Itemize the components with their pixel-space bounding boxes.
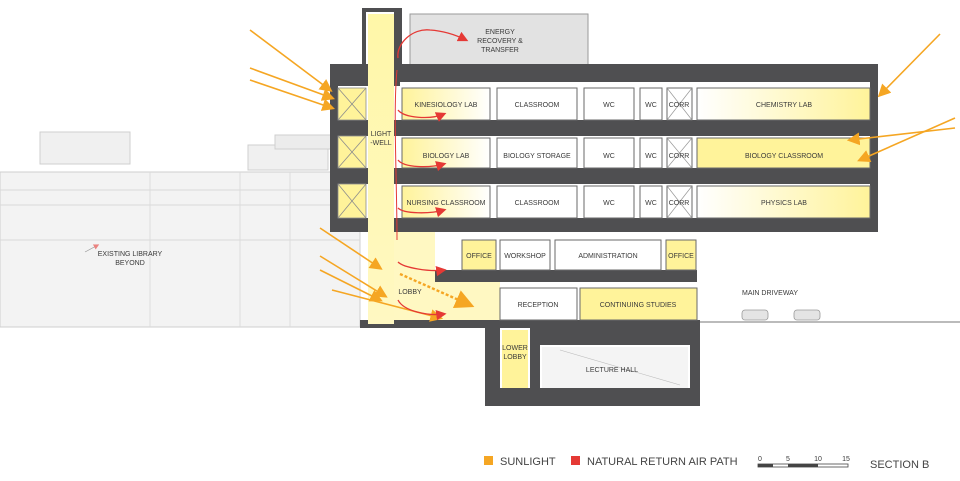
room-biology-lab: BIOLOGY LAB [423, 153, 470, 160]
room-office-right: OFFICE [668, 253, 694, 260]
scale-tick-10: 10 [814, 456, 822, 463]
room-biology-storage: BIOLOGY STORAGE [503, 153, 571, 160]
room-continuing-studies: CONTINUING STUDIES [600, 302, 677, 309]
energy-label-1: ENERGY [485, 29, 515, 36]
energy-label-2: RECOVERY & [477, 38, 523, 45]
room-corr-2: CORR [669, 153, 690, 160]
lightwell-glow [368, 14, 394, 324]
room-kinesiology-lab: KINESIOLOGY LAB [415, 102, 478, 109]
room-corr-1: CORR [669, 200, 690, 207]
lightwell-label-1: LIGHT [371, 131, 392, 138]
left-glazing [337, 87, 367, 219]
legend-air-swatch [571, 456, 580, 465]
legend-sunlight-swatch [484, 456, 493, 465]
lower-lobby-space [502, 330, 528, 388]
room-physics-lab: PHYSICS LAB [761, 200, 807, 207]
room-wc-2a: WC [603, 153, 615, 160]
sunlight-arrows [249, 29, 956, 322]
room-biology-classroom: BIOLOGY CLASSROOM [745, 153, 823, 160]
room-reception: RECEPTION [518, 302, 559, 309]
legend: SUNLIGHT NATURAL RETURN AIR PATH 0 5 10 … [484, 456, 929, 471]
room-workshop: WORKSHOP [504, 253, 546, 260]
room-classroom-1: CLASSROOM [515, 200, 560, 207]
room-nursing-classroom: NURSING CLASSROOM [407, 200, 486, 207]
lobby-label: LOBBY [398, 289, 422, 296]
room-wc-3b: WC [645, 102, 657, 109]
room-lecture-hall: LECTURE HALL [586, 367, 638, 374]
room-wc-2b: WC [645, 153, 657, 160]
lecture-hall-space [542, 347, 688, 388]
legend-sunlight-label: SUNLIGHT [500, 456, 556, 468]
scale-tick-5: 5 [786, 456, 790, 463]
room-wc-1b: WC [645, 200, 657, 207]
scale-tick-0: 0 [758, 456, 762, 463]
room-chemistry-lab: CHEMISTRY LAB [756, 102, 812, 109]
room-classroom-3: CLASSROOM [515, 102, 560, 109]
section-label: SECTION B [870, 459, 929, 471]
energy-recovery-box [409, 13, 589, 67]
air-arrows [394, 29, 469, 321]
scale-bar: 0 5 10 15 [757, 456, 850, 468]
energy-label-3: TRANSFER [481, 47, 519, 54]
room-corr-3: CORR [669, 102, 690, 109]
room-administration: ADMINISTRATION [578, 253, 637, 260]
room-wc-3a: WC [603, 102, 615, 109]
lightwell-label-2: -WELL [370, 140, 392, 147]
lower-lobby-label-1: LOWER [502, 345, 528, 352]
lower-lobby-label-2: LOBBY [503, 354, 527, 361]
driveway-label: MAIN DRIVEWAY [742, 290, 798, 297]
scale-tick-15: 15 [842, 456, 850, 463]
library-label-1: EXISTING LIBRARY [98, 251, 163, 258]
ground-floor [461, 239, 698, 321]
floor-3 [401, 87, 871, 121]
existing-library [0, 131, 361, 328]
library-label-2: BEYOND [115, 260, 145, 267]
legend-air-label: NATURAL RETURN AIR PATH [587, 456, 738, 468]
room-wc-1a: WC [603, 200, 615, 207]
room-office-left: OFFICE [466, 253, 492, 260]
cars [741, 309, 821, 321]
floor-1 [401, 185, 871, 219]
building-structure [330, 8, 878, 406]
